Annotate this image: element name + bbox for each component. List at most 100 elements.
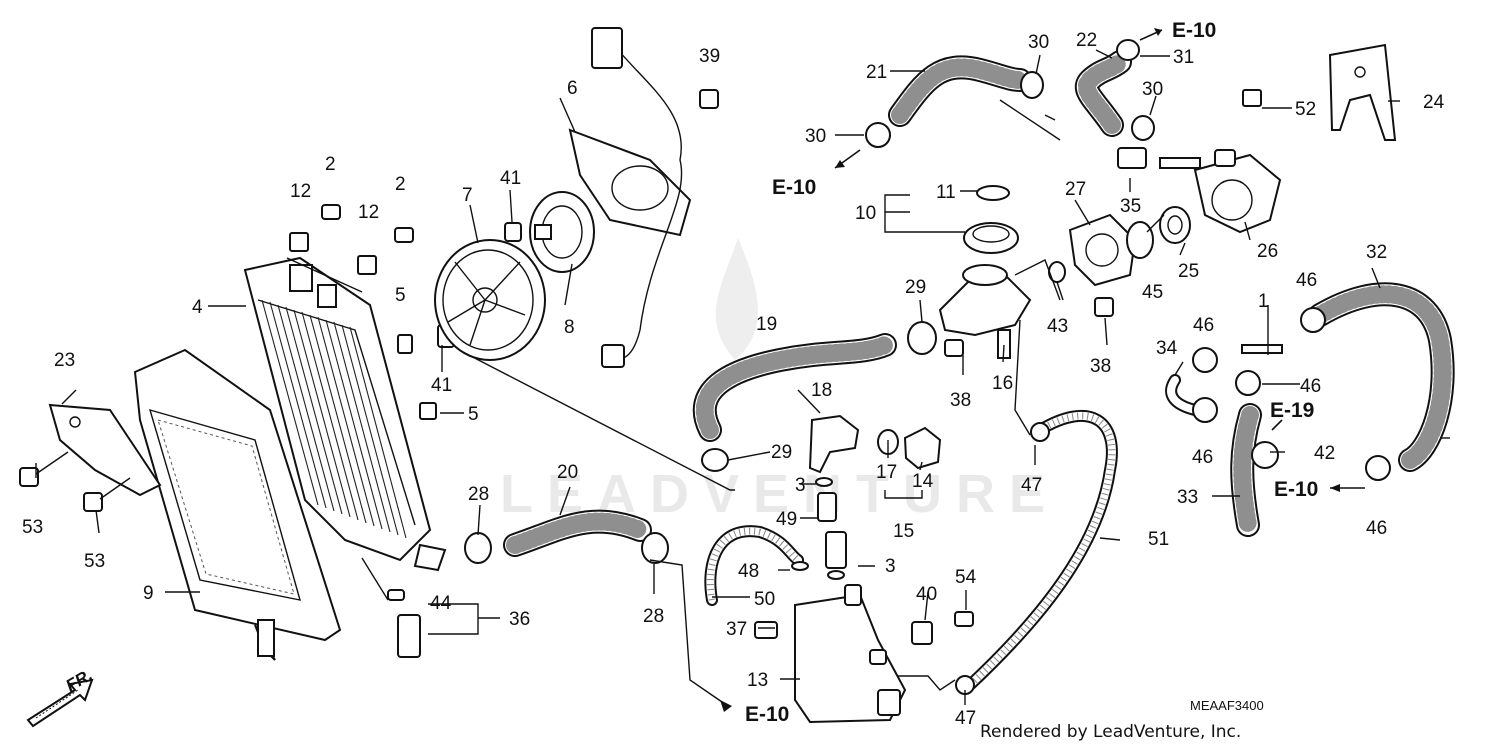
label-part-35: 35 [1120, 196, 1141, 217]
label-part-51: 51 [1148, 529, 1169, 550]
label-part-30: 30 [805, 126, 826, 147]
label-part-53: 53 [22, 517, 43, 538]
label-part-30: 30 [1028, 32, 1049, 53]
label-part-46: 46 [1192, 447, 1213, 468]
label-part-28: 28 [468, 484, 489, 505]
hose-22-drawing [1074, 50, 1132, 137]
thermostat-drawing [1159, 206, 1191, 244]
label-part-3: 3 [885, 556, 896, 577]
sensor-drawing [944, 147, 1236, 357]
label-part-21: 21 [866, 62, 887, 83]
label-part-46: 46 [1193, 315, 1214, 336]
plate-drawing [1328, 43, 1397, 141]
label-part-14: 14 [912, 471, 934, 492]
label-part-44: 44 [430, 593, 452, 614]
fan-drawing [434, 239, 546, 361]
label-part-8: 8 [564, 317, 575, 338]
label-part-3: 3 [795, 475, 806, 496]
hose-19-drawing [692, 333, 897, 442]
label-part-12: 12 [290, 181, 311, 202]
label-part-19: 19 [756, 314, 777, 335]
label-part-18: 18 [811, 380, 832, 401]
nut-drawings [289, 89, 719, 658]
radiator-cap-drawing [963, 185, 1019, 254]
label-part-28: 28 [643, 606, 664, 627]
tube-49-drawing [817, 492, 847, 569]
label-part-41: 41 [500, 168, 521, 189]
bolt-52-drawing [1242, 89, 1262, 107]
fan-bracket-drawing [568, 27, 692, 368]
label-part-2: 2 [325, 154, 336, 175]
bolt-53-drawing [19, 451, 131, 512]
front-marker: FR. [63, 665, 96, 695]
credit-text: Rendered by LeadVenture, Inc. [980, 722, 1241, 742]
label-part-1: 1 [1258, 291, 1269, 312]
label-part-47: 47 [1021, 475, 1042, 496]
water-pump-cover-drawing [1159, 153, 1282, 234]
label-part-22: 22 [1076, 30, 1097, 51]
ref-e10-left: E-10 [772, 176, 816, 199]
label-part-40: 40 [916, 584, 937, 605]
hose-34-drawing [1165, 374, 1201, 416]
diagram-code: MEAAF3400 [1190, 698, 1264, 713]
label-part-31: 31 [1173, 47, 1194, 68]
watermark-flame-icon [715, 238, 758, 360]
ref-e10-top: E-10 [1172, 19, 1216, 42]
label-part-33: 33 [1177, 487, 1198, 508]
thermostat-housing-drawing [1048, 213, 1154, 287]
label-part-5: 5 [468, 404, 479, 425]
label-part-52: 52 [1295, 99, 1316, 120]
label-part-50: 50 [754, 589, 775, 610]
reference-arrows [720, 28, 1365, 712]
label-part-27: 27 [1065, 179, 1086, 200]
label-part-46: 46 [1300, 376, 1321, 397]
label-part-10: 10 [855, 203, 876, 224]
label-part-15: 15 [893, 521, 914, 542]
label-part-6: 6 [567, 78, 578, 99]
reference-labels: E-10 E-10 E-10 E-10 E-19 [745, 19, 1318, 726]
label-part-7: 7 [462, 185, 473, 206]
label-part-11: 11 [936, 182, 956, 203]
tube-51-drawing [964, 409, 1118, 691]
front-arrow-icon [26, 678, 94, 728]
label-part-39: 39 [699, 46, 720, 67]
label-part-43: 43 [1047, 316, 1068, 337]
bracket-drawing [48, 403, 162, 497]
ref-e19: E-19 [1270, 399, 1314, 422]
fan-motor-drawing [529, 191, 595, 273]
label-part-12: 12 [358, 202, 379, 223]
label-part-49: 49 [776, 509, 797, 530]
label-part-38: 38 [1090, 356, 1111, 377]
label-part-34: 34 [1156, 338, 1178, 359]
label-part-46: 46 [1296, 270, 1317, 291]
radiator-shroud-drawing [133, 348, 342, 661]
hose-20-drawing [503, 509, 652, 557]
label-part-36: 36 [509, 609, 530, 630]
ref-e10-right: E-10 [1274, 478, 1318, 501]
label-part-45: 45 [1142, 282, 1163, 303]
label-part-24: 24 [1423, 92, 1445, 113]
label-part-29: 29 [771, 442, 792, 463]
label-part-32: 32 [1366, 242, 1387, 263]
radiator-drawing [243, 256, 447, 572]
label-part-20: 20 [557, 462, 578, 483]
ref-e10-bottom: E-10 [745, 703, 789, 726]
label-part-30: 30 [1142, 79, 1163, 100]
label-part-46: 46 [1366, 518, 1387, 539]
hose-32-drawing [1308, 282, 1455, 472]
label-part-37: 37 [726, 619, 747, 640]
overflow-neck-drawing [808, 414, 860, 474]
label-part-9: 9 [143, 583, 154, 604]
part-labels: 1 2 2 3 3 4 5 5 6 7 8 9 10 11 12 12 13 1… [22, 30, 1445, 729]
label-part-41: 41 [431, 375, 452, 396]
filler-neck-drawing [938, 264, 1032, 359]
label-part-16: 16 [992, 373, 1013, 394]
label-part-25: 25 [1178, 261, 1199, 282]
label-part-4: 4 [192, 297, 203, 318]
label-part-5: 5 [395, 285, 406, 306]
label-part-42: 42 [1314, 443, 1335, 464]
hose-33-drawing [1230, 403, 1262, 537]
reservoir-tank-drawing [794, 584, 907, 724]
